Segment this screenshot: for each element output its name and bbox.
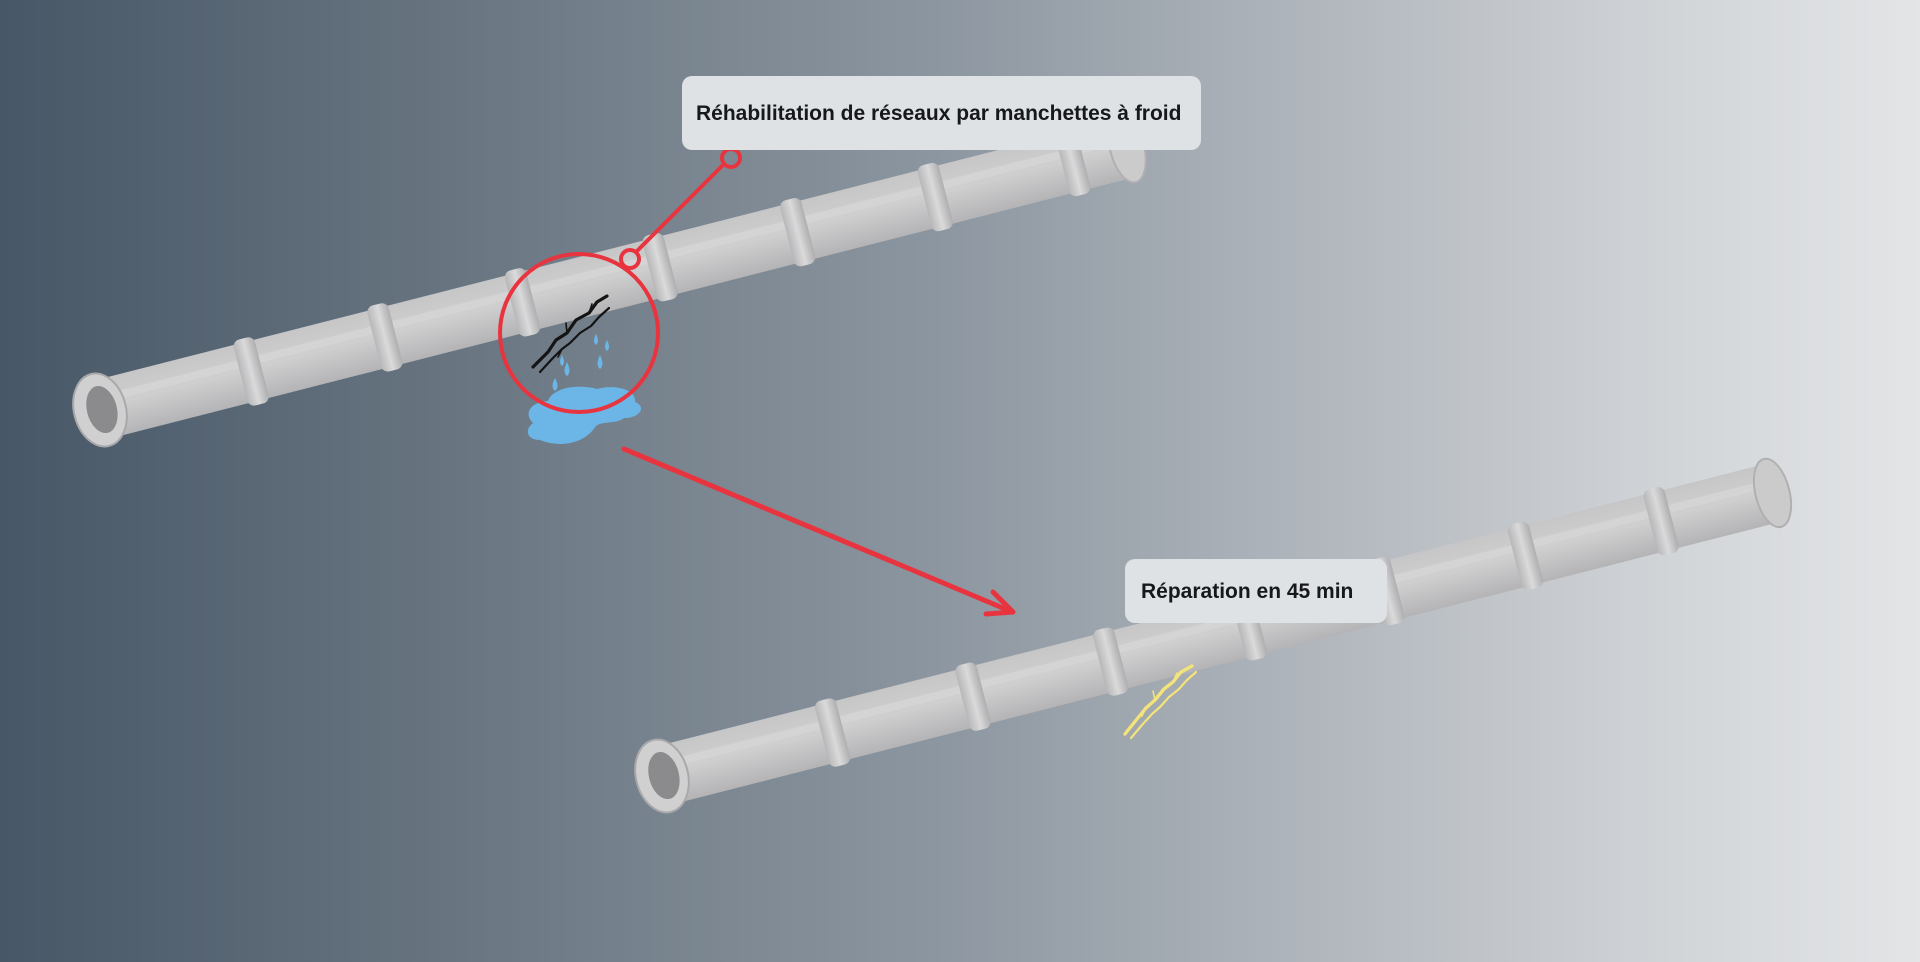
repaired-crack-icon xyxy=(1123,664,1198,740)
crack-icon xyxy=(531,294,611,374)
pipe-opening xyxy=(86,385,118,434)
water-puddle xyxy=(527,386,642,444)
damaged-pipe xyxy=(72,113,1147,448)
pipe-opening xyxy=(648,751,680,800)
highlight-circle xyxy=(498,252,660,414)
leader-line xyxy=(635,161,727,253)
arrow-right-icon xyxy=(621,446,1016,617)
water-leak-icon xyxy=(527,334,642,444)
callout-connector xyxy=(498,147,742,414)
leader-start-dot xyxy=(720,147,742,169)
pipe-far-end xyxy=(1752,457,1793,529)
pipe-body xyxy=(654,463,1780,806)
callout-label-rehabilitation: Réhabilitation de réseaux par manchettes… xyxy=(682,76,1202,150)
callout-label-repair-time: Réparation en 45 min xyxy=(1125,559,1388,623)
leader-end-dot xyxy=(619,248,641,270)
pipe-highlight xyxy=(96,134,1126,405)
repaired-pipe xyxy=(634,457,1793,814)
pipe-highlight xyxy=(658,479,1772,771)
